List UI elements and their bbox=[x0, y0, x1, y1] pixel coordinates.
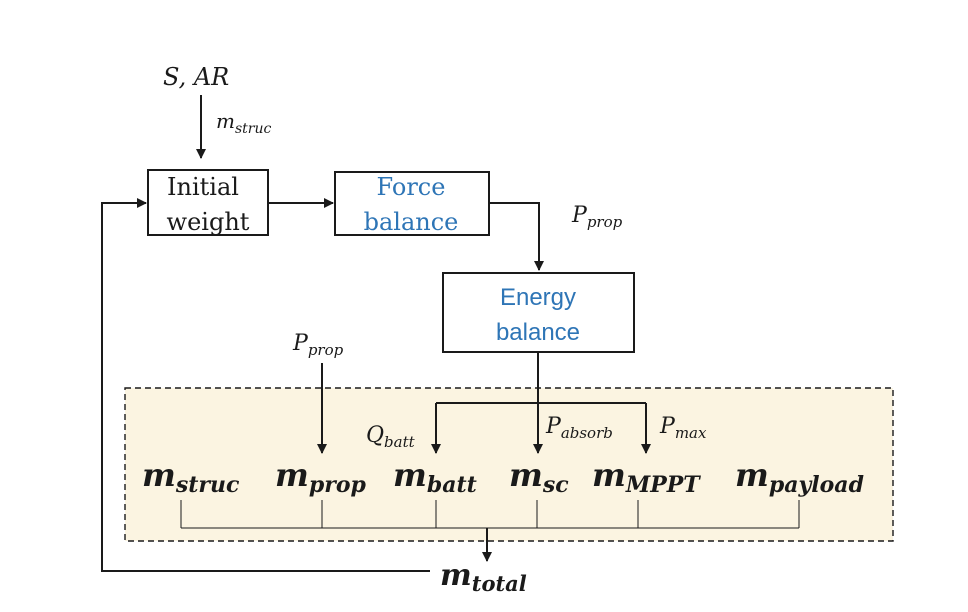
p-absorb-label: Pabsorb bbox=[545, 414, 613, 442]
initial-weight-box bbox=[147, 169, 269, 236]
mass-payload-base: m bbox=[735, 456, 769, 494]
input-m-struc-base: m bbox=[216, 109, 235, 133]
mass-total-base: m bbox=[440, 558, 472, 593]
mass-struc: mstruc bbox=[142, 456, 240, 498]
mass-prop-base: m bbox=[275, 456, 309, 494]
p-max-base: P bbox=[659, 414, 676, 439]
input-m-struc-sub: struc bbox=[235, 121, 272, 137]
initial-weight-line1: Initial bbox=[167, 173, 239, 201]
p-prop-left-base: P bbox=[292, 331, 309, 356]
mass-struc-base: m bbox=[142, 456, 176, 494]
input-s-ar: S, AR bbox=[163, 63, 229, 91]
mass-batt-base: m bbox=[393, 456, 427, 494]
mass-batt-sub: batt bbox=[427, 472, 477, 498]
energy-balance-box bbox=[442, 272, 635, 353]
initial-weight-line2: weight bbox=[167, 208, 250, 236]
mass-batt: mbatt bbox=[393, 456, 477, 498]
p-absorb-sub: absorb bbox=[561, 424, 613, 442]
mass-payload-sub: payload bbox=[769, 472, 864, 498]
energy-balance-line1: Energy bbox=[500, 284, 576, 311]
p-max-sub: max bbox=[675, 424, 707, 442]
p-prop-right-base: P bbox=[571, 203, 588, 228]
q-batt-sub: batt bbox=[384, 433, 416, 451]
mass-mppt-sub: MPPT bbox=[625, 472, 701, 498]
p-prop-left-sub: prop bbox=[308, 341, 344, 359]
component-mass-panel bbox=[124, 387, 894, 542]
p-prop-right-sub: prop bbox=[587, 213, 623, 231]
p-absorb-base: P bbox=[545, 414, 562, 439]
q-batt-label: Qbatt bbox=[366, 423, 416, 451]
mass-sc: msc bbox=[509, 456, 569, 498]
energy-balance-line2: balance bbox=[496, 319, 580, 346]
mass-struc-sub: struc bbox=[175, 472, 240, 498]
p-prop-left-label: Pprop bbox=[292, 331, 344, 359]
arrow-force-to-energy bbox=[489, 202, 544, 271]
mass-total-sub: total bbox=[472, 571, 527, 596]
mass-sc-base: m bbox=[509, 456, 543, 494]
mass-mppt-base: m bbox=[592, 456, 626, 494]
q-batt-base: Q bbox=[366, 423, 384, 448]
force-balance-box bbox=[334, 171, 490, 236]
p-prop-right-label: Pprop bbox=[571, 203, 623, 231]
mass-total: mtotal bbox=[440, 558, 527, 596]
force-balance-line1: Force bbox=[377, 173, 446, 201]
force-balance-line2: balance bbox=[364, 208, 459, 236]
input-m-struc-label: mstruc bbox=[216, 109, 271, 137]
feedback-loop bbox=[101, 198, 430, 572]
mass-payload: mpayload bbox=[735, 456, 864, 498]
mass-mppt: mMPPT bbox=[592, 456, 701, 498]
mass-sc-sub: sc bbox=[542, 472, 569, 498]
mass-prop-sub: prop bbox=[309, 472, 367, 498]
p-max-label: Pmax bbox=[659, 414, 707, 442]
mass-prop: mprop bbox=[275, 456, 367, 498]
